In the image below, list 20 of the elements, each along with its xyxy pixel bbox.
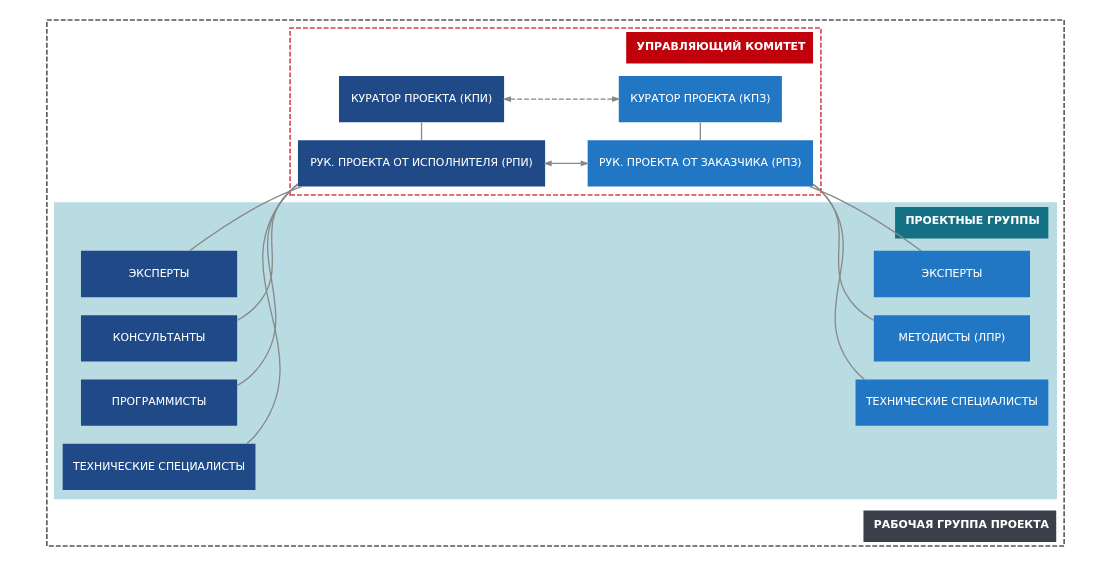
connector [236,184,298,321]
node-box: РУК. ПРОЕКТА ОТ ЗАКАЗЧИКА (РПЗ) [587,140,813,187]
node-box: ЭКСПЕРТЫ [80,250,237,298]
node-box: ТЕХНИЧЕСКИЕ СПЕЦИАЛИСТЫ [62,443,255,491]
connector [811,183,874,321]
node-box: КУРАТОР ПРОЕКТА (КПЗ) [618,75,782,123]
connector [245,183,299,445]
node-box: ЭКСПЕРТЫ [873,250,1030,298]
node-box: ПРОГРАММИСТЫ [80,379,237,426]
connector [811,183,865,380]
node-box: РУК. ПРОЕКТА ОТ ИСПОЛНИТЕЛЯ (РПИ) [297,140,545,187]
connector [808,186,922,252]
connector [236,183,298,386]
node-box: МЕТОДИСТЫ (ЛПР) [873,315,1030,362]
connector [188,186,302,252]
arrow [542,160,589,167]
node-box: ТЕХНИЧЕСКИЕ СПЕЦИАЛИСТЫ [855,379,1048,426]
node-box: КУРАТОР ПРОЕКТА (КПИ) [338,75,504,123]
arrow [502,96,621,103]
node-box: КОНСУЛЬТАНТЫ [80,315,237,362]
